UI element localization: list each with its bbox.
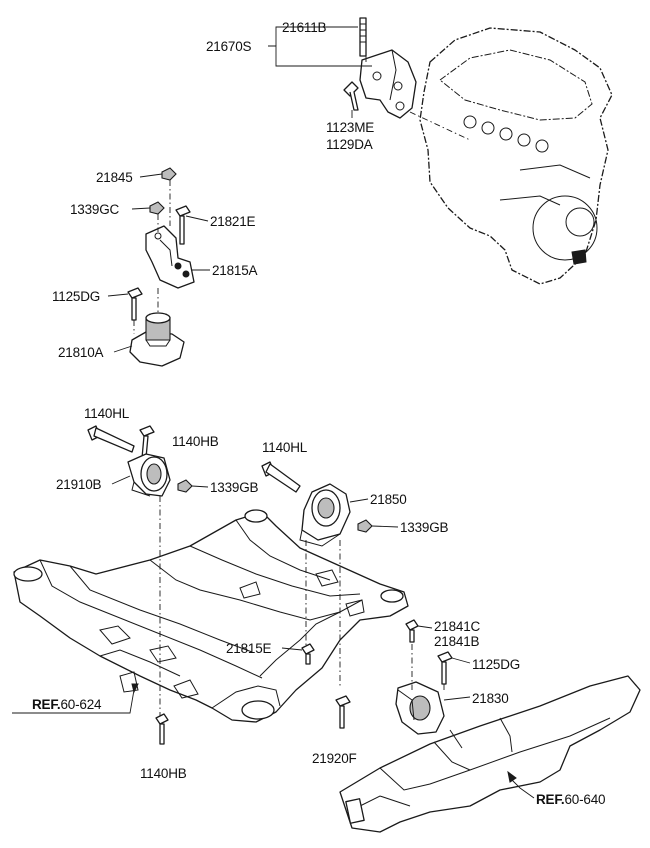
ref-60-640-prefix: REF. bbox=[536, 792, 565, 807]
leader-lines bbox=[12, 26, 535, 799]
bolt-1140HL-left bbox=[87, 425, 135, 453]
ref-60-624: REF.60-624 bbox=[32, 697, 102, 712]
label-21815E: 21815E bbox=[226, 641, 272, 656]
mount-21830 bbox=[395, 681, 445, 735]
ref-60-624-prefix: REF. bbox=[32, 697, 61, 712]
label-1140HB-bottom: 1140HB bbox=[140, 766, 187, 781]
label-21920F: 21920F bbox=[312, 751, 357, 766]
bolt-21920F bbox=[335, 695, 351, 729]
ref-60-640-number: 60-640 bbox=[564, 792, 606, 807]
bolt-1140HB-bottom bbox=[155, 713, 169, 745]
bolt-21841C bbox=[405, 619, 419, 643]
label-21841C: 21841C bbox=[434, 619, 481, 634]
bolt-1123ME bbox=[343, 81, 359, 97]
mount-insulator-21810A bbox=[129, 312, 185, 367]
nut-21845 bbox=[161, 167, 177, 181]
label-1129DA: 1129DA bbox=[326, 137, 373, 152]
label-1140HL-left: 1140HL bbox=[84, 406, 130, 421]
label-21815A: 21815A bbox=[212, 263, 258, 278]
bolt-1140HB-top bbox=[139, 425, 155, 459]
label-21830: 21830 bbox=[472, 691, 509, 706]
label-21821E: 21821E bbox=[210, 214, 256, 229]
subframe-crossmember bbox=[13, 509, 409, 723]
label-21810A: 21810A bbox=[58, 345, 104, 360]
nut-1339GC bbox=[149, 201, 165, 215]
engine-block bbox=[419, 27, 613, 285]
nut-1339GB-left bbox=[177, 479, 193, 493]
label-1125DG-upper: 1125DG bbox=[52, 289, 101, 304]
label-21611B: 21611B bbox=[282, 20, 327, 35]
label-1339GB-right: 1339GB bbox=[400, 520, 449, 535]
ref-60-640: REF.60-640 bbox=[536, 792, 606, 807]
engine-bracket-21670S bbox=[343, 17, 417, 119]
nut-1339GB-right bbox=[357, 519, 373, 533]
bolt-1140HL-mid bbox=[261, 461, 301, 493]
bolt-21821E bbox=[175, 205, 191, 245]
label-1140HB-top: 1140HB bbox=[172, 434, 219, 449]
label-21845: 21845 bbox=[96, 170, 133, 185]
label-1140HL-mid: 1140HL bbox=[262, 440, 308, 455]
ref-60-624-number: 60-624 bbox=[60, 697, 102, 712]
bolt-21815E bbox=[301, 643, 315, 665]
mount-bracket-21815A bbox=[145, 225, 195, 289]
label-21910B: 21910B bbox=[56, 477, 102, 492]
label-21670S: 21670S bbox=[206, 39, 252, 54]
mount-21850 bbox=[299, 483, 351, 547]
label-1125DG-lower: 1125DG bbox=[472, 657, 521, 672]
label-1123ME: 1123ME bbox=[326, 120, 375, 135]
stud-21611B bbox=[359, 17, 367, 57]
label-21841B: 21841B bbox=[434, 634, 480, 649]
side-rail bbox=[339, 675, 641, 833]
mount-21910B bbox=[127, 453, 171, 497]
label-1339GC: 1339GC bbox=[70, 202, 120, 217]
engine-cam-lobes bbox=[463, 115, 549, 153]
bolt-1125DG-lower bbox=[437, 651, 453, 685]
label-1339GB-left: 1339GB bbox=[210, 480, 259, 495]
bolt-1125DG-upper bbox=[127, 287, 143, 321]
label-21850: 21850 bbox=[370, 492, 407, 507]
